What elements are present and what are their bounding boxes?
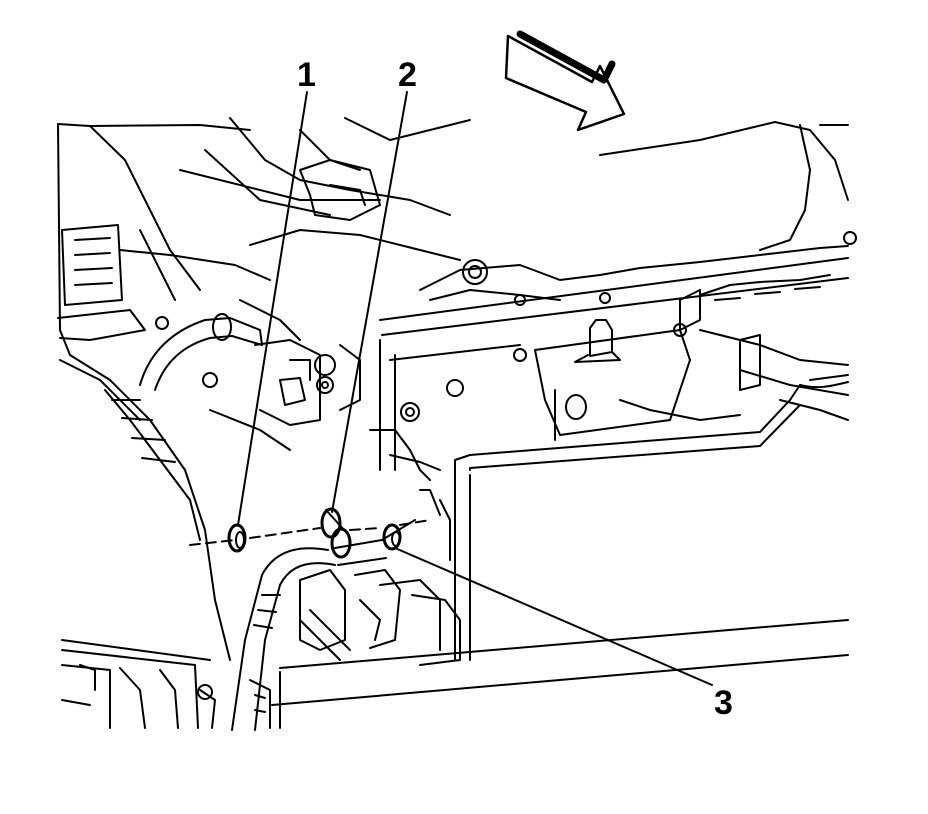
ac-hose xyxy=(231,519,416,731)
radiator-hose xyxy=(139,313,263,391)
forward-arrow-icon xyxy=(504,30,626,132)
callout-1-label: 1 xyxy=(297,56,316,94)
fasteners xyxy=(155,231,857,422)
leader-lines xyxy=(237,91,713,686)
seal-1 xyxy=(227,523,247,553)
seal-3 xyxy=(382,523,402,551)
body-structure xyxy=(57,117,849,661)
callout-3-label: 3 xyxy=(714,684,733,722)
lower-structure xyxy=(61,569,849,729)
right-components xyxy=(699,329,849,421)
left-support xyxy=(57,224,271,541)
hood-latch xyxy=(534,319,741,441)
alignment-lines xyxy=(189,519,431,546)
radiator-support xyxy=(379,245,849,471)
ac-line-right xyxy=(454,384,801,661)
center-components xyxy=(209,299,451,561)
seal-2 xyxy=(320,507,352,559)
callout-2-label: 2 xyxy=(398,56,417,94)
